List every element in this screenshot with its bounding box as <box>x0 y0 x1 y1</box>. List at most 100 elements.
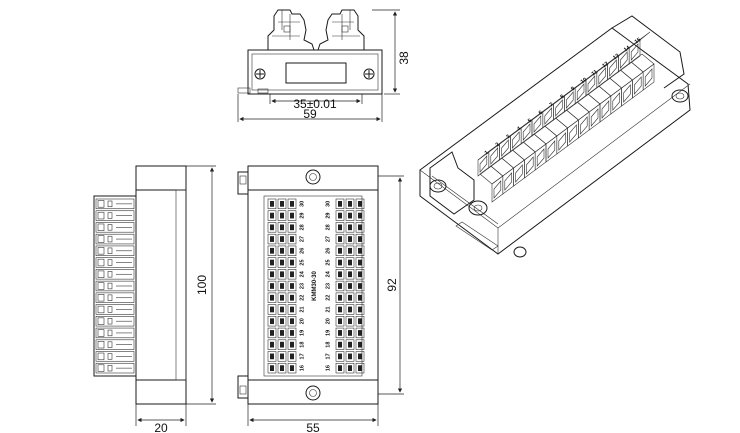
terminal-slot <box>277 245 287 256</box>
iso-terminal-number: 5 <box>527 118 533 125</box>
iso-terminal-number: 7 <box>549 102 555 109</box>
terminal-slot <box>335 316 345 327</box>
terminal-slot <box>345 327 355 339</box>
terminal-slot <box>345 339 355 350</box>
terminal-slot <box>267 327 277 339</box>
terminal-number: 19 <box>325 330 331 336</box>
dim-side-width: 20 <box>154 421 168 433</box>
terminal-slot <box>335 362 345 374</box>
side-terminal <box>95 304 135 315</box>
model-label: KMM30-30 <box>312 271 318 301</box>
terminal-number: 24 <box>299 270 305 277</box>
terminal-slot <box>335 198 345 210</box>
terminal-number: 27 <box>299 236 305 242</box>
terminal-slot <box>267 292 277 303</box>
terminal-slot <box>277 316 287 327</box>
dim-top-height: 38 <box>397 51 411 65</box>
terminal-slot <box>335 292 345 303</box>
terminal-slot <box>287 304 297 315</box>
terminal-slot <box>277 362 287 374</box>
terminal-slot <box>335 304 345 315</box>
terminal-slot <box>345 222 355 233</box>
terminal-slot <box>355 233 365 245</box>
terminal-slot <box>277 292 287 303</box>
terminal-slot <box>345 362 355 374</box>
iso-terminal-number: 10 <box>580 77 588 85</box>
side-terminal <box>95 233 135 245</box>
iso-terminal-number: 11 <box>591 69 599 77</box>
terminal-slot <box>345 257 355 268</box>
terminal-slot <box>267 339 277 350</box>
terminal-slot <box>355 280 365 292</box>
terminal-number: 22 <box>299 295 305 301</box>
terminal-slot <box>267 316 277 327</box>
side-terminal <box>95 327 135 339</box>
terminal-number: 30 <box>299 201 305 207</box>
dim-front-height: 92 <box>385 278 399 292</box>
terminal-slot <box>287 198 297 210</box>
terminal-slot <box>277 351 287 362</box>
terminal-slot <box>277 198 287 210</box>
terminal-slot <box>287 362 297 374</box>
iso-terminal-number: 3 <box>505 134 511 141</box>
side-view: 100 20 <box>93 165 216 433</box>
side-terminal <box>95 280 135 292</box>
terminal-slot <box>345 280 355 292</box>
terminal-slot <box>287 245 297 256</box>
terminal-slot <box>345 245 355 256</box>
terminal-slot <box>277 257 287 268</box>
terminal-slot <box>335 269 345 280</box>
terminal-number: 22 <box>325 295 331 301</box>
terminal-slot <box>335 222 345 233</box>
terminal-slot <box>277 327 287 339</box>
terminal-slot <box>287 222 297 233</box>
terminal-slot <box>355 339 365 350</box>
dim-front-width: 55 <box>306 421 320 433</box>
side-terminal <box>95 245 135 256</box>
terminal-slot <box>355 304 365 315</box>
side-terminal <box>95 316 135 327</box>
terminal-number: 26 <box>299 248 305 254</box>
side-terminal <box>95 351 135 362</box>
terminal-number: 20 <box>325 318 331 324</box>
terminal-number: 29 <box>325 213 331 219</box>
terminal-slot <box>287 280 297 292</box>
terminal-number: 28 <box>299 224 305 230</box>
terminal-number: 23 <box>299 283 305 289</box>
terminal-slot <box>267 362 277 374</box>
terminal-number: 18 <box>325 342 331 348</box>
terminal-slot <box>335 339 345 350</box>
terminal-slot <box>355 351 365 362</box>
terminal-number: 26 <box>325 248 331 254</box>
terminal-number: 24 <box>325 270 331 277</box>
terminal-slot <box>345 210 355 221</box>
terminal-number: 23 <box>325 283 331 289</box>
mount-hole-icon <box>305 385 321 401</box>
iso-terminal-number: 12 <box>601 61 609 69</box>
terminal-slot <box>267 198 277 210</box>
terminal-slot <box>267 304 277 315</box>
terminal-slot <box>267 233 277 245</box>
side-terminal-stack <box>95 198 135 374</box>
terminal-number: 30 <box>325 201 331 207</box>
terminal-slot <box>277 233 287 245</box>
iso-terminal-number: 1 <box>484 150 490 157</box>
terminal-slot <box>335 210 345 221</box>
terminal-slot <box>287 257 297 268</box>
terminal-number: 25 <box>299 259 305 265</box>
terminal-slot <box>287 351 297 362</box>
iso-terminal-number: 13 <box>612 53 620 61</box>
terminal-number: 20 <box>299 318 305 324</box>
side-terminal <box>95 198 135 210</box>
terminal-slot <box>355 198 365 210</box>
terminal-slot <box>355 257 365 268</box>
terminal-slot <box>345 198 355 210</box>
terminal-slot <box>335 327 345 339</box>
terminal-slot <box>287 339 297 350</box>
terminal-slot <box>345 351 355 362</box>
terminal-number: 19 <box>299 330 305 336</box>
terminal-columns <box>267 198 365 374</box>
